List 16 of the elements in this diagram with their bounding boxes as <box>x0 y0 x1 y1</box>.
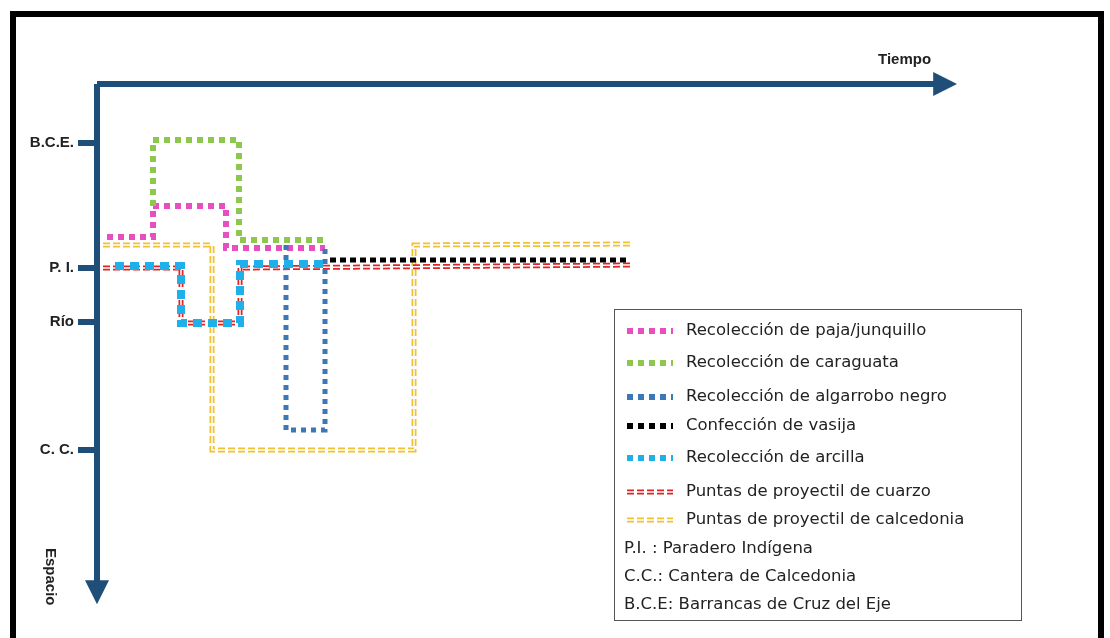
legend-label: Recolección de caraguata <box>686 352 899 371</box>
legend-label: Confección de vasija <box>686 415 857 434</box>
legend-label: Recolección de paja/junquillo <box>686 320 927 339</box>
abbreviation-note: C.C.: Cantera de Calcedonia <box>624 566 857 585</box>
tick-label: Río <box>49 312 74 329</box>
axis-title: Tiempo <box>878 50 932 67</box>
tick-label: C. C. <box>39 440 74 457</box>
tick-label: P. I. <box>49 258 74 275</box>
legend-label: Puntas de proyectil de cuarzo <box>686 481 931 500</box>
legend-label: Puntas de proyectil de calcedonia <box>686 509 965 528</box>
abbreviation-note: P.I. : Paradero Indígena <box>624 538 813 557</box>
legend-label: Recolección de algarrobo negro <box>686 386 947 405</box>
legend-label: Recolección de arcilla <box>686 447 865 466</box>
tick-label: B.C.E. <box>29 133 74 150</box>
axis-title: Espacio <box>43 548 60 606</box>
abbreviation-note: B.C.E: Barrancas de Cruz del Eje <box>624 594 891 613</box>
